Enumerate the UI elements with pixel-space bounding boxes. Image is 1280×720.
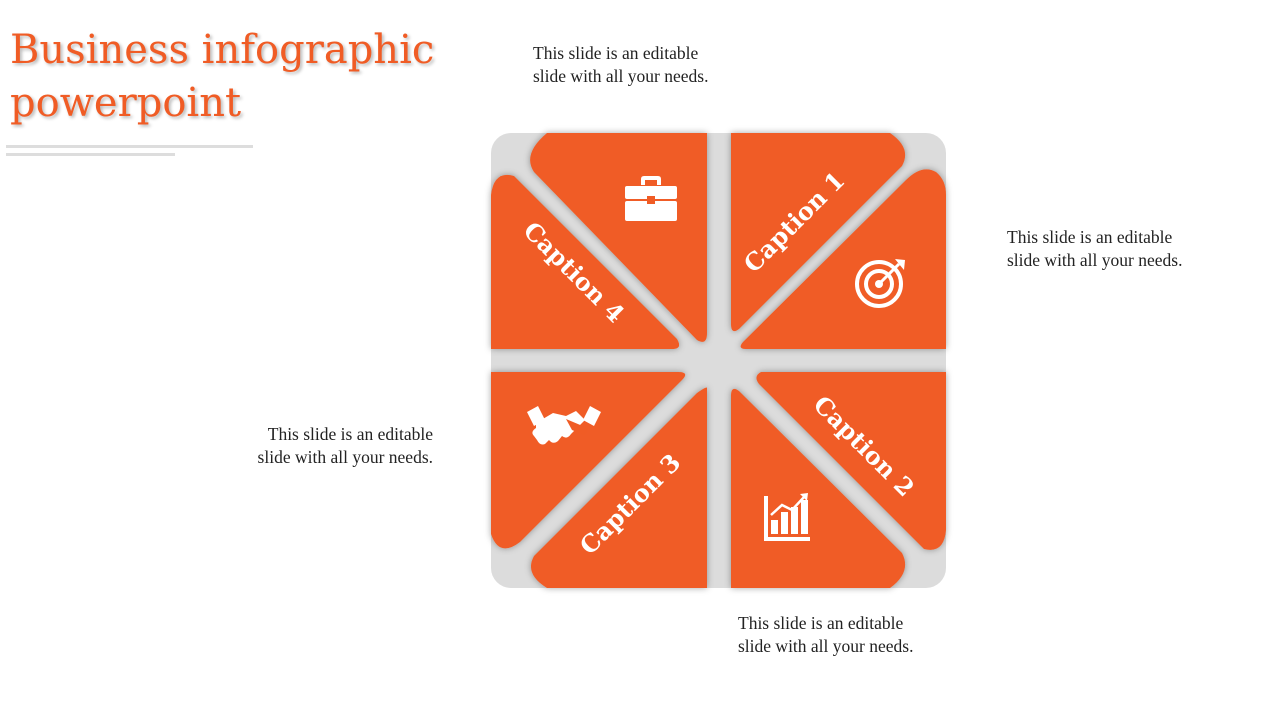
- segment-top-right: [731, 133, 906, 332]
- bar-chart-icon: [764, 493, 810, 541]
- segment-left-upper: [491, 174, 680, 349]
- note-bottom: This slide is an editable slide with all…: [738, 613, 914, 656]
- briefcase-icon: [625, 176, 677, 221]
- segment-right-upper: [740, 169, 946, 349]
- note-right: This slide is an editable slide with all…: [1007, 227, 1183, 270]
- note-top: This slide is an editable slide with all…: [533, 43, 709, 86]
- segment-top-left: [530, 133, 707, 342]
- segment-right-lower: [756, 372, 946, 550]
- segment-bottom-left: [530, 387, 707, 588]
- title-underline-long: [6, 145, 253, 148]
- title-underline-short: [6, 153, 175, 156]
- channel-background: [491, 133, 946, 588]
- slide-title: Business infographic powerpoint: [10, 27, 435, 126]
- handshake-icon: [527, 406, 601, 445]
- note-left: This slide is an editable slide with all…: [257, 424, 433, 467]
- target-icon: [855, 259, 905, 308]
